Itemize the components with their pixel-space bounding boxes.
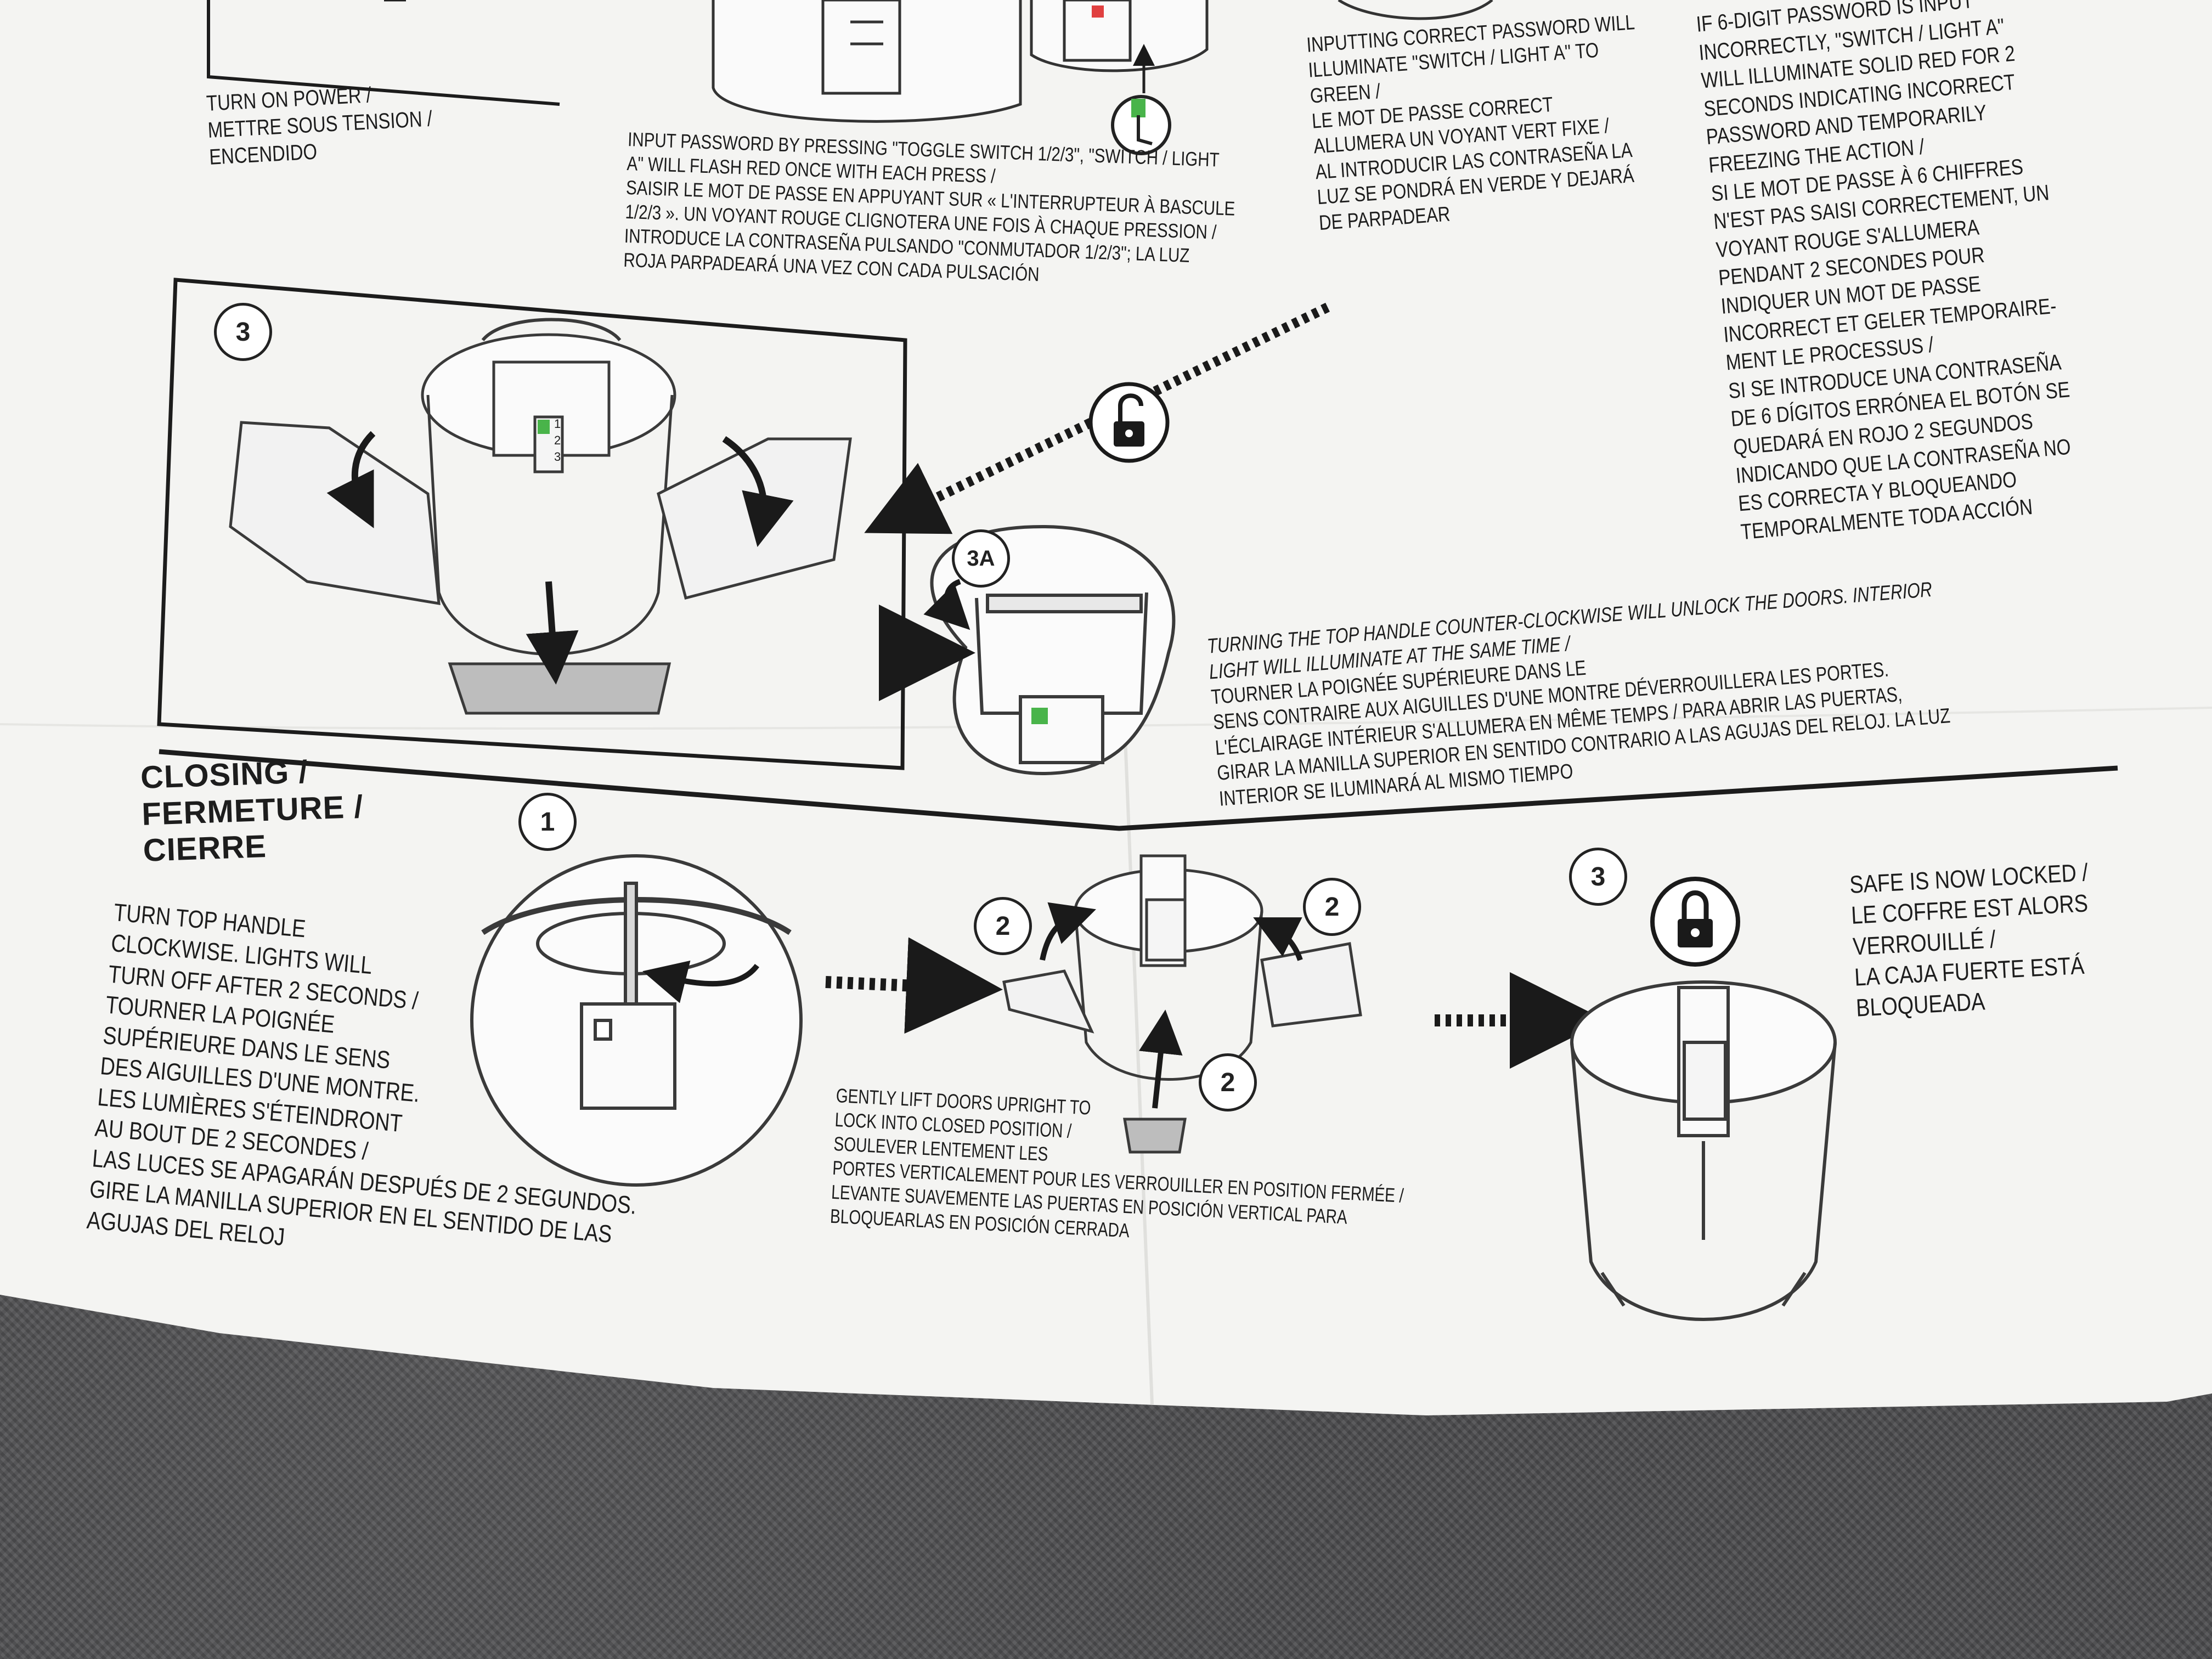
step3-frame	[157, 278, 907, 770]
input-password-caption: INPUT PASSWORD BY PRESSING "TOGGLE SWITC…	[623, 127, 1235, 285]
top-safe-illustration-2	[1030, 0, 1209, 72]
keypad-digit-2: 2	[554, 433, 561, 447]
close-step2-illustration	[1002, 854, 1362, 1154]
close-step2-caption: GENTLY LIFT DOORS UPRIGHT TO LOCK INTO C…	[830, 1084, 1404, 1242]
close-step1-number: 1	[518, 793, 577, 851]
lock-icon	[1650, 877, 1740, 967]
close-step3-caption: SAFE IS NOW LOCKED / LE COFFRE EST ALORS…	[1849, 858, 2089, 1022]
closing-heading: CLOSING / FERMETURE / CIERRE	[140, 754, 364, 869]
keypad-digit-3: 3	[554, 450, 561, 464]
incorrect-password-caption: IF 6-DIGIT PASSWORD IS INPUT INCORRECTLY…	[1695, 0, 2072, 544]
safe-open-illustration	[229, 318, 852, 715]
dotted-arrow-to-step3	[864, 302, 1330, 534]
top-left-caption: TURN ON POWER / METTRE SOUS TENSION / EN…	[206, 83, 433, 170]
step3a-number: 3A	[952, 529, 1010, 588]
correct-password-caption: INPUTTING CORRECT PASSWORD WILL ILLUMINA…	[1306, 11, 1636, 235]
close-step1-illustration	[470, 854, 803, 1187]
step3-number: 3	[214, 303, 272, 361]
top-safe-illustration-1	[712, 0, 1022, 123]
close-step3-illustration	[1570, 980, 1837, 1321]
close-step2-number-b: 2	[1303, 878, 1361, 936]
close-step1-caption: TURN TOP HANDLE CLOCKWISE. LIGHTS WILL T…	[86, 898, 638, 1251]
finger-press-icon	[1111, 44, 1171, 155]
keypad-digit-1: 1	[554, 417, 561, 431]
unlock-icon	[1088, 382, 1170, 463]
close-step2-number-a: 2	[974, 897, 1032, 955]
top-right-arc	[1338, 0, 1493, 20]
close-step2-number-c: 2	[1199, 1053, 1257, 1111]
close-step3-number: 3	[1569, 848, 1627, 906]
section-divider	[159, 749, 2118, 831]
